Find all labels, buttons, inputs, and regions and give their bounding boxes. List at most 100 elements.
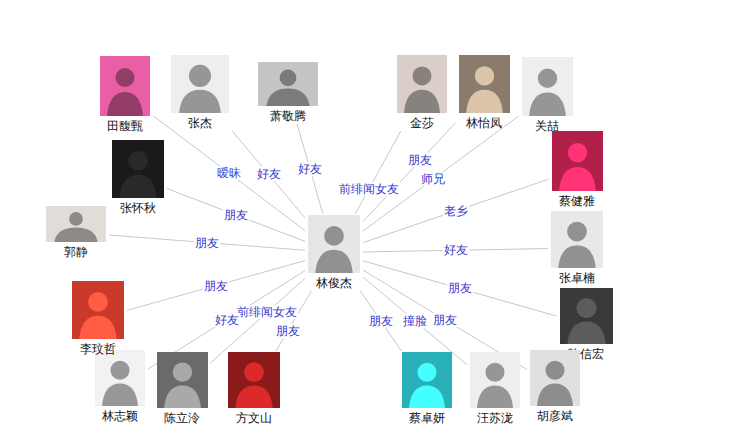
silhouette-head bbox=[128, 151, 148, 171]
person-photo bbox=[258, 62, 318, 106]
person-name: 陈立泠 bbox=[164, 411, 200, 425]
person-silhouette bbox=[112, 140, 164, 198]
person-silhouette bbox=[100, 56, 150, 116]
silhouette-head bbox=[280, 69, 297, 86]
person-silhouette bbox=[470, 352, 520, 408]
person-node: 蔡健雅 bbox=[550, 131, 605, 208]
person-silhouette bbox=[171, 55, 229, 113]
relation-label: 朋友 bbox=[194, 236, 220, 250]
silhouette-body bbox=[559, 167, 596, 191]
silhouette-head bbox=[576, 298, 596, 318]
person-silhouette bbox=[72, 281, 124, 339]
person-silhouette bbox=[157, 352, 208, 408]
person-node: 田馥甄 bbox=[98, 56, 152, 133]
person-silhouette bbox=[560, 288, 613, 344]
person-name: 林怡凤 bbox=[466, 116, 502, 130]
center-person-node: 林俊杰 bbox=[306, 215, 362, 290]
silhouette-head bbox=[413, 66, 432, 85]
person-silhouette bbox=[459, 55, 510, 113]
relation-label: 前绯闻女友 bbox=[338, 182, 400, 196]
silhouette-body bbox=[164, 386, 201, 408]
silhouette-body bbox=[477, 386, 513, 408]
silhouette-head bbox=[116, 68, 135, 87]
relation-line bbox=[109, 235, 305, 250]
person-name: 张杰 bbox=[188, 116, 212, 130]
relation-label: 撞脸 bbox=[402, 314, 428, 328]
silhouette-body bbox=[315, 250, 352, 273]
person-photo bbox=[522, 57, 573, 116]
person-node: 胡彦斌 bbox=[528, 350, 582, 423]
relation-label: 好友 bbox=[297, 162, 323, 176]
person-photo bbox=[470, 352, 520, 408]
silhouette-body bbox=[54, 228, 97, 242]
person-photo bbox=[171, 55, 229, 113]
person-node: 萧敬腾 bbox=[256, 62, 320, 123]
person-name: 李玟哲 bbox=[80, 342, 116, 356]
silhouette-body bbox=[529, 92, 566, 116]
person-silhouette bbox=[95, 350, 145, 406]
person-name: 金莎 bbox=[410, 116, 434, 130]
silhouette-body bbox=[266, 88, 309, 106]
silhouette-body bbox=[235, 386, 272, 408]
person-name: 汪苏泷 bbox=[477, 411, 513, 425]
person-silhouette bbox=[258, 62, 318, 106]
person-name: 蔡卓妍 bbox=[409, 411, 445, 425]
relation-line bbox=[153, 116, 305, 231]
person-name: 林俊杰 bbox=[316, 276, 352, 290]
person-photo bbox=[551, 211, 603, 268]
person-silhouette bbox=[228, 352, 280, 408]
silhouette-head bbox=[244, 362, 264, 382]
person-photo bbox=[552, 131, 603, 191]
person-name: 张怀秋 bbox=[120, 201, 156, 215]
relation-line bbox=[363, 261, 557, 316]
person-silhouette bbox=[397, 55, 447, 113]
person-photo bbox=[459, 55, 510, 113]
person-silhouette bbox=[551, 211, 603, 268]
relation-line bbox=[363, 116, 519, 231]
silhouette-head bbox=[88, 292, 108, 312]
relation-line bbox=[363, 123, 456, 222]
silhouette-body bbox=[119, 175, 156, 198]
silhouette-body bbox=[567, 322, 605, 344]
person-node: 郭静 bbox=[44, 206, 108, 259]
silhouette-head bbox=[111, 361, 130, 380]
relation-label: 朋友 bbox=[275, 324, 301, 338]
person-photo bbox=[530, 350, 580, 406]
silhouette-body bbox=[79, 316, 116, 339]
person-silhouette bbox=[530, 350, 580, 406]
silhouette-head bbox=[474, 66, 493, 85]
silhouette-head bbox=[486, 363, 505, 382]
person-photo bbox=[72, 281, 124, 339]
person-silhouette bbox=[552, 131, 603, 191]
relation-label: 朋友 bbox=[368, 314, 394, 328]
person-node: 金莎 bbox=[395, 55, 449, 130]
person-name: 胡彦斌 bbox=[537, 409, 573, 423]
person-node: 林志颖 bbox=[93, 350, 147, 423]
person-name: 方文山 bbox=[236, 411, 272, 425]
silhouette-head bbox=[418, 363, 437, 382]
relation-line bbox=[355, 131, 401, 214]
person-node: 张怀秋 bbox=[110, 140, 166, 215]
silhouette-head bbox=[567, 222, 587, 242]
person-photo bbox=[100, 56, 150, 116]
person-photo bbox=[228, 352, 280, 408]
silhouette-head bbox=[172, 362, 191, 381]
person-node: 关喆 bbox=[520, 57, 575, 133]
person-node: 林怡凤 bbox=[457, 55, 512, 130]
person-node: 汪苏泷 bbox=[468, 352, 522, 425]
relation-line bbox=[167, 189, 305, 242]
silhouette-body bbox=[558, 245, 595, 268]
person-silhouette bbox=[402, 352, 452, 408]
silhouette-body bbox=[102, 384, 138, 406]
person-node: 李玟哲 bbox=[70, 281, 126, 356]
silhouette-body bbox=[404, 90, 440, 113]
silhouette-head bbox=[546, 361, 565, 380]
silhouette-head bbox=[324, 226, 344, 246]
person-name: 张卓楠 bbox=[559, 271, 595, 285]
relation-label: 好友 bbox=[214, 313, 240, 327]
silhouette-head bbox=[537, 69, 556, 88]
relation-line bbox=[232, 131, 305, 218]
person-node: 方文山 bbox=[226, 352, 282, 425]
person-node: 张卓楠 bbox=[549, 211, 605, 285]
person-name: 萧敬腾 bbox=[270, 109, 306, 123]
